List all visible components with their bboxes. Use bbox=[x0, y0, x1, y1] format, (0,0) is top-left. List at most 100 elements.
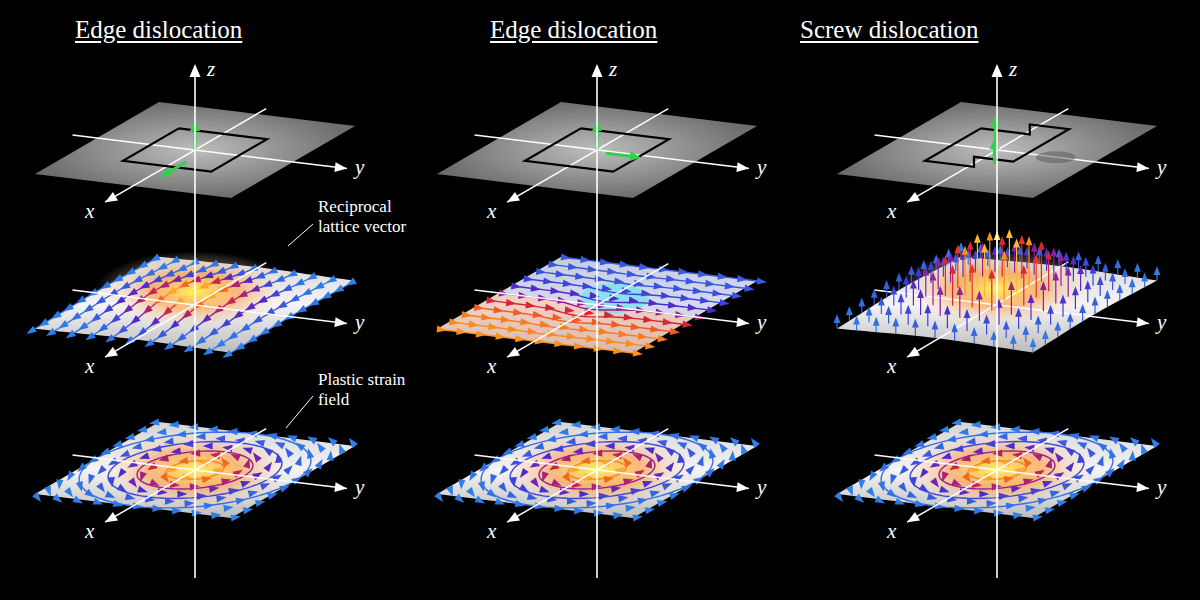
vector-cone bbox=[627, 270, 637, 277]
vector-cone bbox=[665, 448, 675, 456]
vector-cone bbox=[586, 335, 596, 342]
vector-cone bbox=[964, 309, 971, 318]
vector-cone bbox=[712, 289, 722, 296]
vector-cone bbox=[939, 486, 950, 493]
y-axis bbox=[475, 290, 749, 324]
axis-label: x bbox=[887, 200, 896, 223]
vector-cone bbox=[1130, 437, 1140, 446]
spike bbox=[991, 276, 992, 311]
vector-cone bbox=[553, 445, 564, 452]
x-axis-head bbox=[105, 347, 118, 357]
vector-cone bbox=[705, 468, 715, 477]
x-axis bbox=[105, 263, 266, 358]
vector-cone bbox=[1077, 442, 1088, 449]
vector-cone bbox=[681, 485, 692, 492]
vector-cone bbox=[215, 435, 225, 442]
vector-cone bbox=[260, 483, 271, 490]
vector-cone bbox=[919, 484, 929, 492]
x-axis-head bbox=[507, 347, 520, 357]
vector-cone bbox=[552, 313, 562, 320]
vector-cone bbox=[605, 442, 615, 449]
vector-cone bbox=[663, 318, 673, 325]
vector-cone bbox=[112, 440, 123, 447]
spike bbox=[1028, 242, 1029, 286]
vector-cone bbox=[986, 500, 996, 507]
vector-cone bbox=[139, 452, 150, 459]
vector-cone bbox=[195, 433, 205, 440]
vector-cone bbox=[586, 500, 596, 507]
vector-cone bbox=[898, 293, 905, 302]
spike bbox=[1023, 271, 1024, 306]
vector-cone bbox=[951, 418, 961, 425]
vector-cone bbox=[655, 452, 664, 462]
vector-cone bbox=[317, 443, 326, 453]
vector-cone bbox=[171, 275, 182, 282]
vector-cone bbox=[1045, 250, 1052, 259]
y-axis bbox=[73, 135, 347, 169]
vector-cone bbox=[1015, 308, 1022, 317]
vector-cone bbox=[71, 312, 81, 321]
vector-cone bbox=[545, 304, 555, 311]
axis-label: x bbox=[85, 200, 94, 223]
vector-cone bbox=[1129, 450, 1136, 460]
vector-cone bbox=[912, 319, 919, 328]
vector-cone bbox=[1134, 263, 1141, 272]
vector-cone bbox=[270, 290, 281, 297]
vector-cone bbox=[871, 289, 878, 298]
vector-cone bbox=[349, 438, 358, 448]
vector-cone bbox=[170, 256, 181, 264]
vector-cone bbox=[1077, 265, 1084, 274]
vector-cone bbox=[650, 325, 660, 332]
vector-cone bbox=[741, 444, 748, 455]
vector-cone bbox=[883, 280, 890, 289]
vector-cone bbox=[240, 323, 250, 332]
vector-cone bbox=[604, 476, 614, 483]
vector-cone bbox=[858, 479, 865, 489]
vector-cone bbox=[541, 452, 552, 459]
vector-cone bbox=[689, 435, 700, 442]
x-axis-head bbox=[907, 347, 920, 357]
vector-cone bbox=[915, 500, 926, 507]
vector-cone bbox=[1075, 251, 1082, 260]
vector-cone bbox=[221, 457, 230, 467]
vector-cone bbox=[875, 496, 886, 504]
vector-cone bbox=[446, 486, 453, 497]
vector-cone bbox=[267, 493, 278, 500]
vector-cone bbox=[151, 445, 162, 452]
vector-cone bbox=[105, 334, 115, 343]
axis-label: y bbox=[1157, 156, 1166, 179]
spike bbox=[932, 277, 933, 305]
vector-cone bbox=[287, 269, 298, 277]
vector-cone bbox=[878, 481, 885, 492]
vector-cone bbox=[67, 471, 75, 482]
vector-cone bbox=[125, 433, 136, 440]
vector-cone bbox=[890, 455, 900, 463]
vector-cone bbox=[574, 507, 584, 514]
vector-cone bbox=[558, 428, 568, 435]
vector-cone bbox=[654, 472, 664, 480]
vector-cone bbox=[272, 319, 283, 327]
vector-cone bbox=[834, 314, 841, 323]
vector-cone bbox=[594, 510, 604, 517]
vector-cone bbox=[252, 472, 262, 480]
vector-cone bbox=[1054, 322, 1061, 331]
axis-label: x bbox=[487, 520, 496, 543]
vector-cone bbox=[967, 241, 974, 250]
x-axis-head bbox=[907, 192, 920, 202]
vector-cone bbox=[513, 309, 523, 316]
vector-cone bbox=[1054, 472, 1064, 480]
spike bbox=[977, 240, 978, 288]
vector-cone bbox=[150, 254, 161, 262]
vector-cone bbox=[956, 286, 963, 295]
vector-cone bbox=[1065, 462, 1074, 472]
vector-cone bbox=[1006, 229, 1013, 238]
vector-cone bbox=[669, 493, 680, 500]
vector-cone bbox=[1084, 280, 1091, 289]
vector-cone bbox=[486, 297, 496, 304]
y-axis-head bbox=[736, 317, 749, 327]
vector-cone bbox=[108, 477, 115, 487]
vector-cone bbox=[1023, 479, 1034, 486]
vector-cone bbox=[1020, 265, 1027, 274]
vector-cone bbox=[203, 442, 213, 449]
vector-cone bbox=[927, 433, 938, 440]
